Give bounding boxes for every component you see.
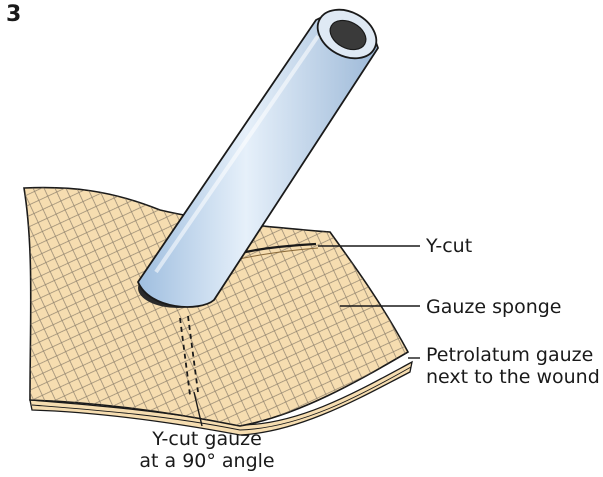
label-ycut90-line1: Y-cut gauze [132,428,282,450]
label-gauze-sponge: Gauze sponge [426,296,562,318]
label-petrolatum-line2: next to the wound [426,366,600,388]
label-ycut90-line2: at a 90° angle [132,450,282,472]
label-y-cut: Y-cut [426,235,472,257]
label-petrolatum-line1: Petrolatum gauze [426,344,600,366]
label-petrolatum-gauze: Petrolatum gauze next to the wound [426,344,600,388]
label-ycut-gauze-90: Y-cut gauze at a 90° angle [132,428,282,472]
step-number: 3 [6,2,21,27]
